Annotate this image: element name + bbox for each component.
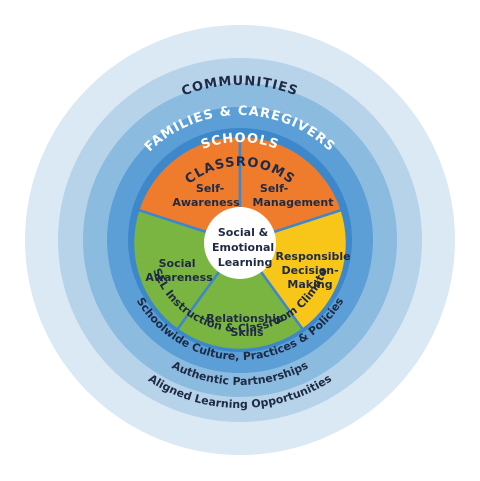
self-management-label: Self- Management [253,182,334,209]
responsible-decision-making-label: Responsible Decision- Making [275,250,354,291]
self-management-segment [238,134,344,245]
relationship-skills-label: Relationship Skills [206,312,287,339]
relationship-skills-segment [175,240,305,352]
center-label: Social & Emotional Learning [212,226,278,269]
center-circle [204,207,276,279]
self-awareness-segment [136,134,242,245]
self-awareness-label: Self- Awareness [172,182,240,209]
social-awareness-label: Social Awareness [145,257,213,284]
